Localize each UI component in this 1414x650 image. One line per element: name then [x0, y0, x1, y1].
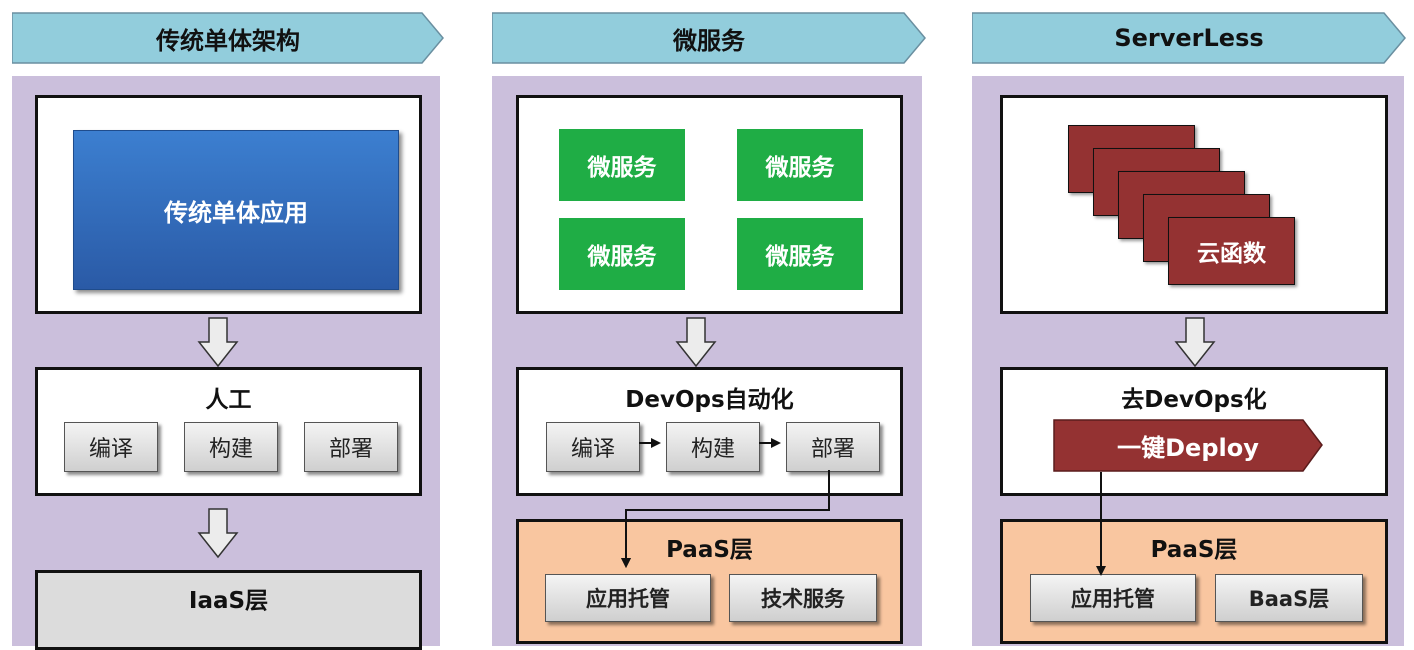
- header-serverless: ServerLess: [972, 12, 1406, 64]
- microservice-box: 微服务: [737, 218, 863, 290]
- build-step: 构建: [184, 422, 278, 472]
- header-arrow-shape: [12, 12, 444, 64]
- header-monolith: 传统单体架构: [12, 12, 444, 64]
- process-title: 去DevOps化: [1121, 387, 1267, 413]
- microservices-panel: 微服务 微服务 微服务 微服务: [516, 95, 903, 314]
- header-arrow-shape: [972, 12, 1406, 64]
- devops-process-panel: DevOps自动化 编译 构建 部署: [516, 367, 903, 496]
- build-step: 构建: [666, 422, 760, 472]
- iaas-layer-panel: IaaS层: [35, 570, 422, 650]
- manual-process-panel: 人工 编译 构建 部署: [35, 367, 422, 496]
- microservice-box: 微服务: [559, 218, 685, 290]
- header-arrow-shape: [492, 12, 926, 64]
- process-title: 人工: [205, 387, 252, 413]
- compile-step: 编译: [546, 422, 640, 472]
- tech-service-item: 技术服务: [729, 574, 877, 622]
- process-title: DevOps自动化: [625, 387, 794, 413]
- cloud-function-card: 云函数: [1168, 217, 1295, 285]
- monolith-app-box: 传统单体应用: [73, 130, 399, 290]
- microservice-box: 微服务: [559, 129, 685, 201]
- down-arrow-icon: [197, 317, 239, 368]
- down-arrow-icon: [675, 317, 717, 368]
- microservice-box: 微服务: [737, 129, 863, 201]
- app-hosting-item: 应用托管: [545, 574, 711, 622]
- header-title: 传统单体架构: [156, 26, 300, 55]
- header-title: ServerLess: [1114, 24, 1264, 52]
- app-hosting-item: 应用托管: [1030, 574, 1196, 622]
- deploy-label: 一键Deploy: [1117, 434, 1259, 462]
- deploy-step: 部署: [304, 422, 398, 472]
- deploy-arrow-shape: [1053, 419, 1323, 472]
- cloud-functions-panel: 云函数: [1000, 95, 1388, 314]
- compile-step: 编译: [64, 422, 158, 472]
- deploy-step: 部署: [786, 422, 880, 472]
- layer-title: PaaS层: [666, 537, 753, 563]
- header-microservices: 微服务: [492, 12, 926, 64]
- paas-layer-panel: PaaS层 应用托管 BaaS层: [1000, 519, 1388, 644]
- down-arrow-icon: [197, 508, 239, 559]
- header-title: 微服务: [673, 26, 745, 55]
- monolith-app-panel: 传统单体应用: [35, 95, 422, 314]
- layer-title: PaaS层: [1150, 537, 1238, 563]
- baas-layer-item: BaaS层: [1215, 574, 1363, 622]
- layer-title: IaaS层: [188, 588, 269, 614]
- down-arrow-icon: [1174, 317, 1216, 368]
- one-click-deploy-button: 一键Deploy: [1053, 419, 1323, 472]
